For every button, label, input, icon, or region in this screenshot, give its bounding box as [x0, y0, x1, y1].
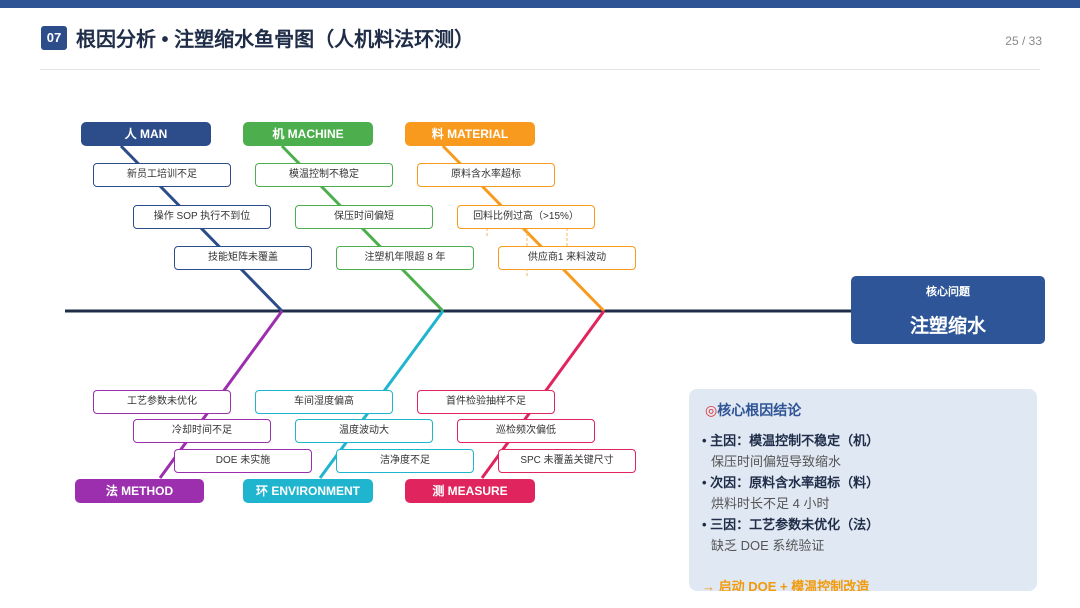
cause-box: 回料比例过高（>15%）	[457, 205, 595, 229]
core-problem-title: 注塑缩水	[909, 316, 986, 337]
cause-box: 技能矩阵未覆盖	[174, 246, 312, 270]
target-icon: ◎	[705, 402, 718, 418]
header-divider	[40, 69, 1040, 70]
cause-box: 车间湿度偏高	[255, 390, 393, 414]
root-cause-tertiary-detail: 缺乏 DOE 系统验证	[711, 538, 825, 553]
cause-box: 工艺参数未优化	[93, 390, 231, 414]
conclusion-panel: ◎核心根因结论 • 主因：模温控制不稳定（机） 保压时间偏短导致缩水 • 次因：…	[689, 389, 1037, 591]
page-title: 根因分析 • 注塑缩水鱼骨图（人机料法环测）	[76, 29, 475, 51]
category-measure: 测 MEASURE	[405, 479, 535, 503]
category-machine: 机 MACHINE	[243, 122, 373, 146]
page-number: 25 / 33	[1005, 34, 1042, 48]
category-environment: 环 ENVIRONMENT	[243, 479, 373, 503]
cause-box: 冷却时间不足	[133, 419, 271, 443]
root-cause-secondary-detail: 烘料时长不足 4 小时	[711, 496, 830, 511]
cause-box: 注塑机年限超 8 年	[336, 246, 474, 270]
action-plan: → 启动 DOE + 模温控制改造	[702, 579, 870, 591]
root-cause-tertiary: • 三因：工艺参数未优化（法）	[702, 517, 880, 532]
category-material: 料 MATERIAL	[405, 122, 535, 146]
conclusion-title-text: 核心根因结论	[717, 402, 802, 418]
cause-box: 供应商1 来料波动	[498, 246, 636, 270]
category-method: 法 METHOD	[75, 479, 204, 503]
root-cause-secondary: • 次因：原料含水率超标（料）	[702, 475, 880, 490]
cause-box: 洁净度不足	[336, 449, 474, 473]
cause-box: 新员工培训不足	[93, 163, 231, 187]
cause-box: 温度波动大	[295, 419, 433, 443]
section-badge: 07	[41, 26, 67, 50]
cause-box: 操作 SOP 执行不到位	[133, 205, 271, 229]
category-man: 人 MAN	[81, 122, 211, 146]
cause-box: SPC 未覆盖关键尺寸	[498, 449, 636, 473]
cause-box: 保压时间偏短	[295, 205, 433, 229]
root-cause-primary: • 主因：模温控制不稳定（机）	[702, 433, 880, 448]
cause-box: 首件检验抽样不足	[417, 390, 555, 414]
top-accent-bar	[0, 0, 1080, 8]
core-problem-box: 核心问题 注塑缩水	[851, 276, 1045, 344]
cause-box: 模温控制不稳定	[255, 163, 393, 187]
core-problem-label: 核心问题	[926, 286, 970, 298]
root-cause-primary-detail: 保压时间偏短导致缩水	[711, 454, 842, 469]
cause-box: DOE 未实施	[174, 449, 312, 473]
conclusion-title: ◎核心根因结论	[705, 400, 801, 420]
cause-box: 原料含水率超标	[417, 163, 555, 187]
cause-box: 巡检频次偏低	[457, 419, 595, 443]
